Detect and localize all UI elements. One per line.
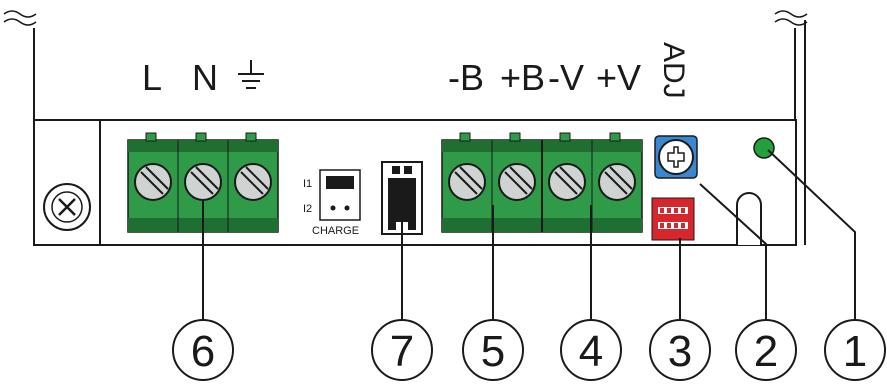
jumper-label-i1: I1 [303, 178, 312, 190]
label-N: N [192, 57, 218, 98]
callout-4: 4 [560, 319, 622, 381]
leader-lines [202, 149, 856, 320]
svg-text:4: 4 [579, 327, 603, 376]
terminal-screw-icon [598, 163, 636, 201]
label-posV: +V [596, 57, 641, 98]
svg-text:1: 1 [843, 327, 867, 376]
mounting-screw [43, 183, 91, 231]
terminal-screw-icon [548, 163, 586, 201]
jumper-label-i2: I2 [303, 203, 312, 215]
terminal-screw-icon [448, 163, 486, 201]
svg-text:5: 5 [481, 327, 505, 376]
callout-5: 5 [462, 319, 524, 381]
jumper-label-charge: CHARGE [312, 225, 359, 237]
callout-2: 2 [735, 319, 797, 381]
callout-7: 7 [371, 319, 433, 381]
voltage-adjust-potentiometer[interactable] [654, 135, 698, 179]
dip-switch[interactable] [651, 197, 695, 241]
svg-text:6: 6 [191, 327, 215, 376]
terminal-screw-icon [234, 163, 272, 201]
label-negB: -B [448, 57, 484, 98]
callout-3: 3 [649, 319, 711, 381]
svg-text:3: 3 [668, 327, 692, 376]
terminal-screw-icon [134, 163, 172, 201]
label-L: L [142, 57, 162, 98]
break-mark-left [3, 10, 37, 26]
label-negV: -V [548, 57, 584, 98]
svg-text:7: 7 [390, 327, 414, 376]
charge-current-jumper[interactable] [319, 169, 361, 221]
mounting-slot [736, 192, 762, 245]
callout-6: 6 [172, 319, 234, 381]
power-led [753, 137, 775, 159]
ground-symbol-icon [238, 60, 264, 89]
terminal-screw-icon [498, 163, 536, 201]
label-posB: +B [500, 57, 545, 98]
terminal-screw-icon [184, 163, 222, 201]
break-mark-right [774, 10, 808, 26]
label-adj: ADJ [657, 42, 690, 99]
svg-text:2: 2 [754, 327, 778, 376]
dc-terminal-block[interactable] [441, 132, 643, 233]
callout-1: 1 [824, 319, 886, 381]
